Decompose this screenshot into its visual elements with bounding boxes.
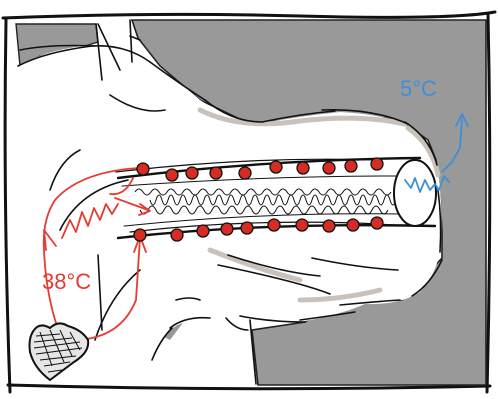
warm-temp-label: 38°C (42, 269, 91, 294)
vessel-dot (268, 219, 280, 231)
vessel-dot (134, 229, 146, 241)
vessel-dot (347, 219, 359, 231)
vessel-dot (171, 229, 183, 241)
vessel-dot (186, 167, 198, 179)
vessel-dot (345, 160, 357, 172)
vessel-dot (210, 167, 222, 179)
vessel-dot (323, 162, 335, 174)
vessel-dot (197, 225, 209, 237)
vessel-dot (371, 158, 383, 170)
vessel-dot (137, 163, 149, 175)
vessel-dot (241, 222, 253, 234)
vessel-dot (270, 161, 282, 173)
vessel-dot (323, 220, 335, 232)
vessel-dot (296, 219, 308, 231)
vessel-dot (371, 217, 383, 229)
vessel-dot (297, 162, 309, 174)
nostril-opening (394, 160, 436, 226)
vessel-dot (221, 223, 233, 235)
vessel-dot (239, 167, 251, 179)
cold-temp-label: 5°C (400, 76, 437, 101)
vessel-dot (166, 169, 178, 181)
